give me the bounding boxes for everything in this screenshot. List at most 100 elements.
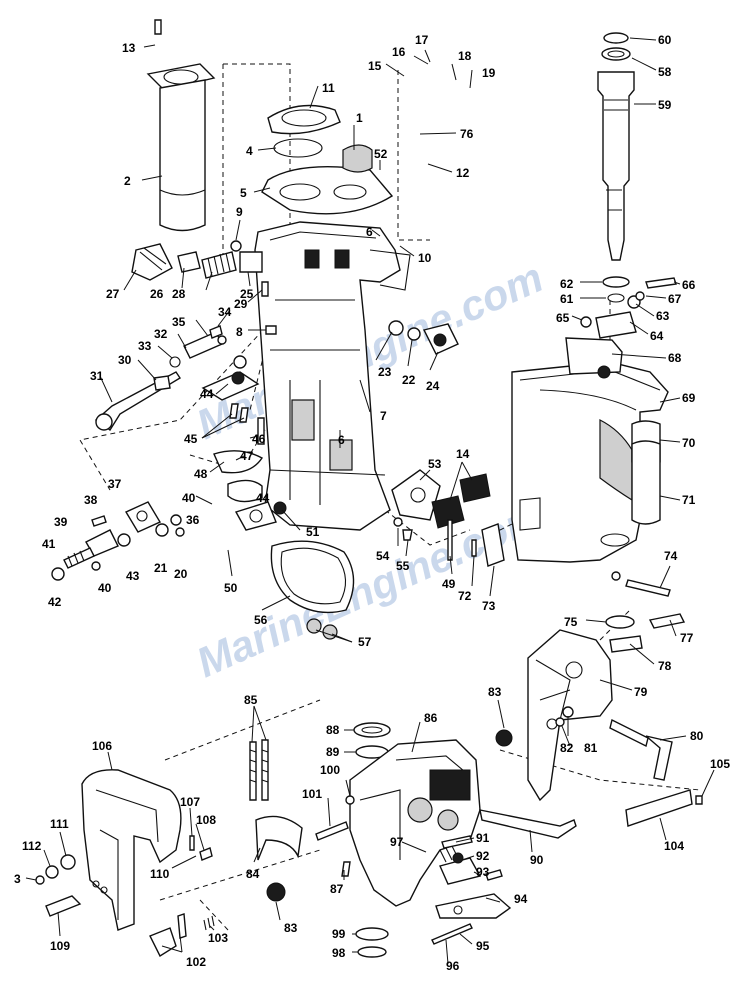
- callout-17: 17: [415, 33, 429, 47]
- callout-62: 62: [560, 277, 574, 291]
- callout-53: 53: [428, 457, 442, 471]
- callout-79: 79: [634, 685, 648, 699]
- callout-9: 9: [236, 205, 243, 219]
- part-top-gaskets: [230, 104, 394, 252]
- callout-42: 42: [48, 595, 62, 609]
- callout-89: 89: [326, 745, 340, 759]
- callout-59: 59: [658, 98, 672, 112]
- callout-75: 75: [564, 615, 578, 629]
- callout-45: 45: [184, 432, 198, 446]
- callout-5: 5: [240, 186, 247, 200]
- callout-107: 107: [180, 795, 200, 809]
- callout-104: 104: [664, 839, 684, 853]
- callout-35: 35: [172, 315, 186, 329]
- callout-3: 3: [14, 872, 21, 886]
- callout-37: 37: [108, 477, 122, 491]
- callout-85: 85: [244, 693, 258, 707]
- callout-33: 33: [138, 339, 152, 353]
- part-right-side-group: [391, 469, 505, 567]
- callout-108: 108: [196, 813, 216, 827]
- callout-76: 76: [460, 127, 474, 141]
- callout-labels: 13 2 11 4 1 52 5 9 17 16 18 15 19 76 12 …: [14, 33, 730, 973]
- callout-67: 67: [668, 292, 682, 306]
- callout-92: 92: [476, 849, 490, 863]
- callout-18: 18: [458, 49, 472, 63]
- callout-38: 38: [84, 493, 98, 507]
- callout-labels-repeated: 6 44 40 83: [98, 433, 345, 935]
- part-bracket-cover: [35, 769, 215, 958]
- callout-99: 99: [332, 927, 346, 941]
- callout-25: 25: [240, 287, 254, 301]
- callout-39: 39: [54, 515, 68, 529]
- callout-83a: 83: [488, 685, 502, 699]
- callout-60: 60: [658, 33, 672, 47]
- part-clamp-bracket: [315, 722, 577, 907]
- callout-109: 109: [50, 939, 70, 953]
- callout-81: 81: [584, 741, 598, 755]
- callout-90: 90: [530, 853, 544, 867]
- callout-111: 111: [50, 817, 69, 831]
- callout-84: 84: [246, 867, 260, 881]
- callout-82: 82: [560, 741, 574, 755]
- callout-58: 58: [658, 65, 672, 79]
- callout-6: 6: [366, 225, 373, 239]
- callout-23: 23: [378, 365, 392, 379]
- callout-22: 22: [402, 373, 416, 387]
- callout-15: 15: [368, 59, 382, 73]
- callout-52: 52: [374, 147, 388, 161]
- callout-65: 65: [556, 311, 570, 325]
- callout-50: 50: [224, 581, 238, 595]
- callout-47: 47: [240, 449, 254, 463]
- part-pump-group: [388, 320, 459, 355]
- callout-83b: 83: [284, 921, 298, 935]
- callout-7: 7: [380, 409, 387, 423]
- callout-112: 112: [22, 839, 42, 853]
- callout-20: 20: [174, 567, 188, 581]
- callout-86: 86: [424, 711, 438, 725]
- part-trunnion-group: [51, 501, 185, 581]
- callout-51: 51: [306, 525, 320, 539]
- callout-96: 96: [446, 959, 460, 973]
- callout-88: 88: [326, 723, 340, 737]
- callout-72: 72: [458, 589, 472, 603]
- part-shift-linkage: [94, 325, 227, 432]
- part-lower-seal: [270, 540, 355, 640]
- part-plate-104: [625, 789, 703, 827]
- callout-105: 105: [710, 757, 730, 771]
- callout-44: 44: [200, 387, 214, 401]
- callout-71: 71: [682, 493, 696, 507]
- callout-87: 87: [330, 882, 344, 896]
- callout-6b: 6: [338, 433, 345, 447]
- callout-68: 68: [668, 351, 682, 365]
- callout-49: 49: [442, 577, 456, 591]
- callout-43: 43: [126, 569, 140, 583]
- callout-57: 57: [358, 635, 372, 649]
- callout-29: 29: [234, 297, 248, 311]
- callout-11: 11: [322, 81, 335, 95]
- callout-8: 8: [236, 325, 243, 339]
- part-exhaust-housing: [254, 221, 411, 531]
- callout-106: 106: [92, 739, 112, 753]
- callout-103: 103: [208, 931, 228, 945]
- callout-2: 2: [124, 174, 131, 188]
- callout-41: 41: [42, 537, 56, 551]
- callout-27: 27: [106, 287, 120, 301]
- callout-55: 55: [396, 559, 410, 573]
- callout-14: 14: [456, 447, 470, 461]
- callout-102: 102: [186, 955, 206, 969]
- callout-95: 95: [476, 939, 490, 953]
- callout-91: 91: [476, 831, 490, 845]
- callout-63: 63: [656, 309, 670, 323]
- callout-24: 24: [426, 379, 440, 393]
- callout-1: 1: [356, 111, 363, 125]
- callout-74: 74: [664, 549, 678, 563]
- part-exhaust-tube: [146, 19, 216, 232]
- callout-80: 80: [690, 729, 704, 743]
- callout-21: 21: [154, 561, 168, 575]
- callout-77: 77: [680, 631, 694, 645]
- callout-97: 97: [390, 835, 404, 849]
- callout-48: 48: [194, 467, 208, 481]
- part-lock-mechanism: [431, 835, 512, 945]
